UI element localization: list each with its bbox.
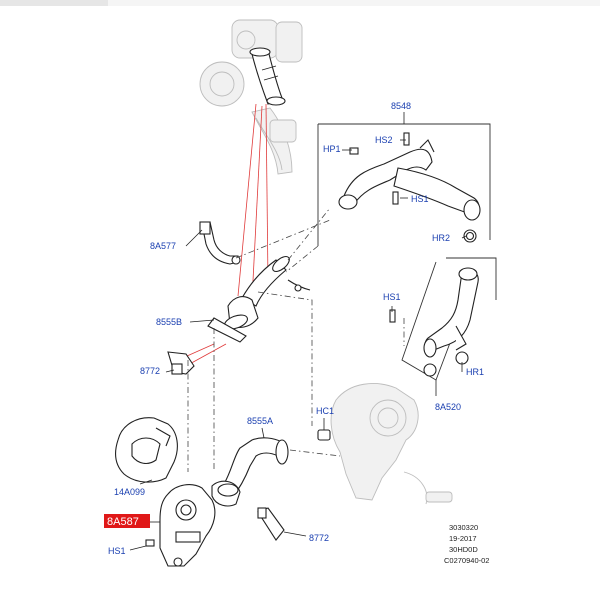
ref-line-4: C0270940-02: [444, 556, 489, 565]
bracket-8548: [317, 123, 491, 246]
label-hr1: HR1: [466, 367, 484, 377]
engine-ghost-top: [199, 19, 303, 175]
label-8a577: 8A577: [150, 241, 176, 251]
label-hs1-top: HS1: [411, 194, 429, 204]
routing-dashed-lines: [187, 207, 405, 472]
label-hp1: HP1: [323, 144, 341, 154]
part-labels: 8548 HS2 HP1 HS1 HR2 8A577 8555B 8772 HS…: [104, 101, 484, 556]
label-8548: 8548: [391, 101, 411, 111]
hose-8555b: [207, 255, 311, 343]
clip-8772-lower: [257, 507, 285, 541]
label-8555a: 8555A: [247, 416, 273, 426]
label-hc1: HC1: [316, 406, 334, 416]
label-8772-lower: 8772: [309, 533, 329, 543]
upper-engine-hose: [249, 47, 286, 106]
pipe-8a520: [389, 267, 479, 377]
label-hs1-bottom: HS1: [108, 546, 126, 556]
ref-line-2: 19-2017: [449, 534, 477, 543]
bracket-8a520-top: [446, 257, 497, 300]
label-14a099: 14A099: [114, 487, 145, 497]
label-8772-upper: 8772: [140, 366, 160, 376]
pipe-8a577: [199, 221, 241, 265]
label-leaders: [129, 112, 467, 551]
pipe-8548: [338, 132, 481, 243]
highlight-box-8a587: [104, 514, 150, 528]
top-tab: [0, 0, 108, 6]
ref-line-3: 30HD0D: [449, 545, 478, 554]
insulator-14a099: [114, 417, 178, 483]
label-8a520: 8A520: [435, 402, 461, 412]
engine-ghost-right: [330, 383, 453, 505]
reference-block: 3030320 19-2017 30HD0D C0270940-02: [444, 523, 489, 565]
label-hs2: HS2: [375, 135, 393, 145]
label-8a587: 8A587: [107, 516, 139, 528]
ref-line-1: 3030320: [449, 523, 478, 532]
label-hs1-mid: HS1: [383, 292, 401, 302]
clip-8772-upper: [167, 351, 195, 375]
housing-8a587: [145, 484, 216, 567]
hose-8555a: [211, 437, 289, 507]
label-8555b: 8555B: [156, 317, 182, 327]
hose-clip-hc1: [317, 429, 331, 441]
label-hr2: HR2: [432, 233, 450, 243]
top-strip: [0, 0, 600, 6]
